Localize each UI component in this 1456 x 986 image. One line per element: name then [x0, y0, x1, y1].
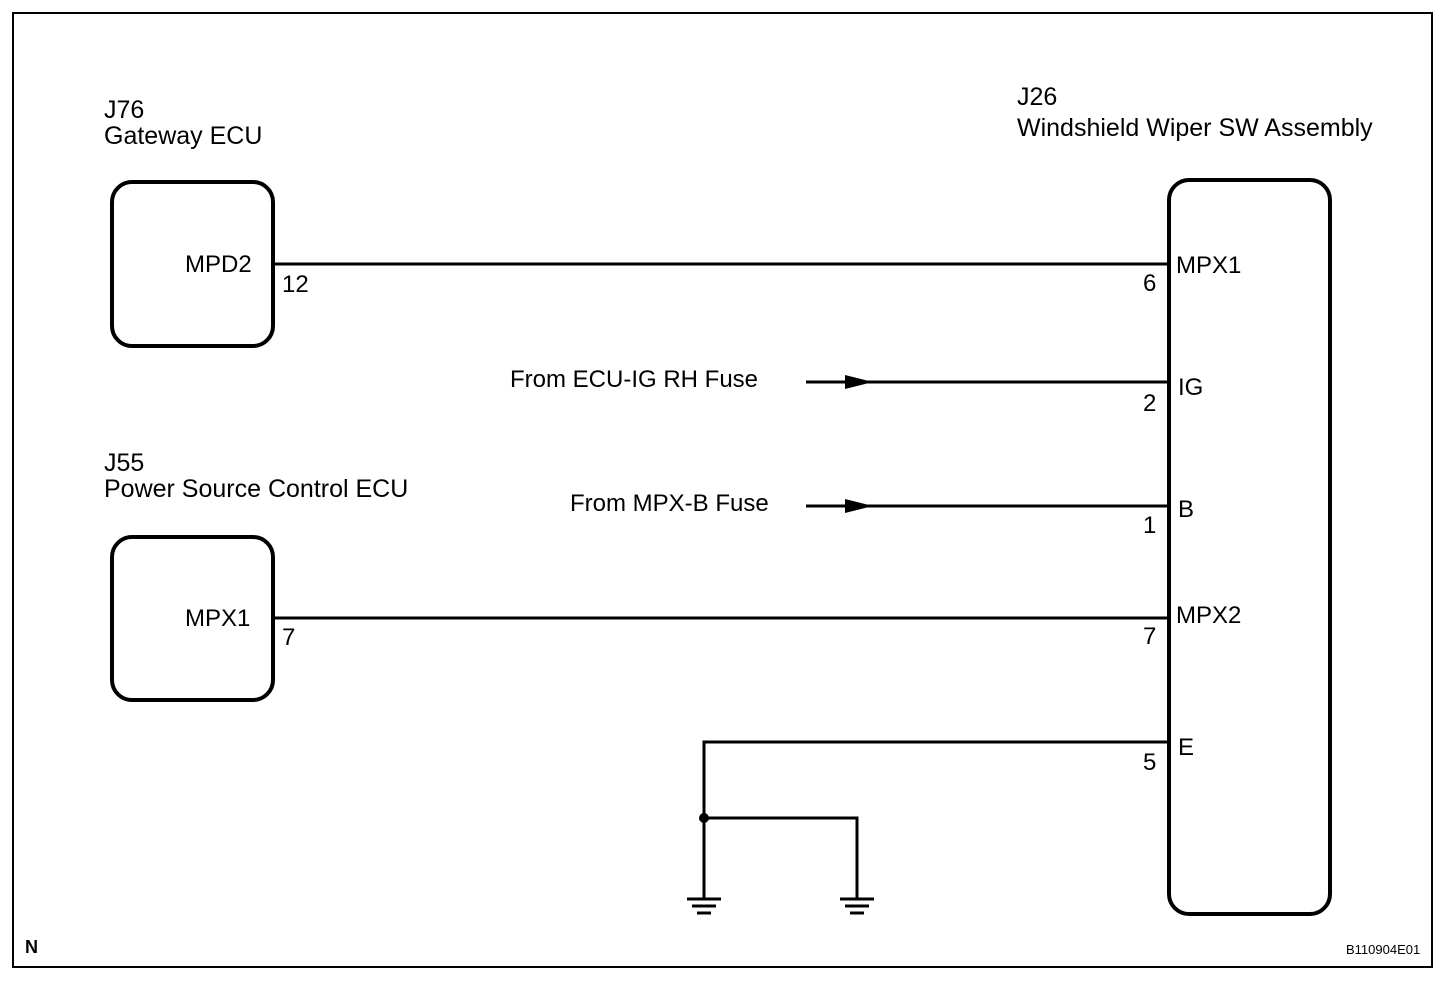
power-source-pin-number: 7: [282, 624, 296, 651]
corner-label: N: [25, 937, 38, 957]
wiper-switch-connector-code: J26: [1017, 83, 1058, 111]
wiper-switch-box: [1167, 178, 1332, 916]
terminal-pin-7: 7: [1143, 623, 1157, 650]
terminal-pin-5: 5: [1143, 749, 1157, 776]
figure-code: B110904E01: [1346, 942, 1421, 957]
terminal-name-e: E: [1178, 734, 1195, 761]
wire-ground-branch: [704, 816, 859, 898]
ground-junction-dot: [699, 813, 709, 823]
terminal-name-mpx1: MPX1: [1176, 252, 1242, 279]
ground-symbol-left: [687, 897, 721, 915]
arrow-ig-fuse: [845, 375, 873, 389]
terminal-pin-2: 2: [1143, 390, 1157, 417]
gateway-terminal-name: MPD2: [185, 251, 252, 278]
gateway-connector-code: J76: [104, 96, 145, 124]
power-source-ecu-box: [110, 535, 275, 702]
wire-ground: [702, 740, 1169, 898]
terminal-pin-6: 6: [1143, 270, 1157, 297]
power-source-terminal-name: MPX1: [185, 605, 251, 632]
terminal-pin-1: 1: [1143, 512, 1157, 539]
terminal-name-mpx2: MPX2: [1176, 602, 1242, 629]
terminal-name-b: B: [1178, 496, 1195, 523]
gateway-pin-number: 12: [282, 271, 309, 298]
ground-symbol-right: [840, 897, 874, 915]
ig-fuse-label: From ECU-IG RH Fuse: [510, 366, 759, 393]
diagram-frame: [12, 12, 1433, 968]
power-source-connector-code: J55: [104, 449, 145, 477]
gateway-ecu-box: [110, 180, 275, 348]
b-fuse-label: From MPX-B Fuse: [570, 490, 769, 517]
terminal-name-ig: IG: [1178, 374, 1204, 401]
arrow-b-fuse: [845, 499, 873, 513]
wiper-switch-title: Windshield Wiper SW Assembly: [1017, 114, 1373, 142]
power-source-ecu-title: Power Source Control ECU: [104, 475, 409, 503]
gateway-ecu-title: Gateway ECU: [104, 122, 263, 150]
